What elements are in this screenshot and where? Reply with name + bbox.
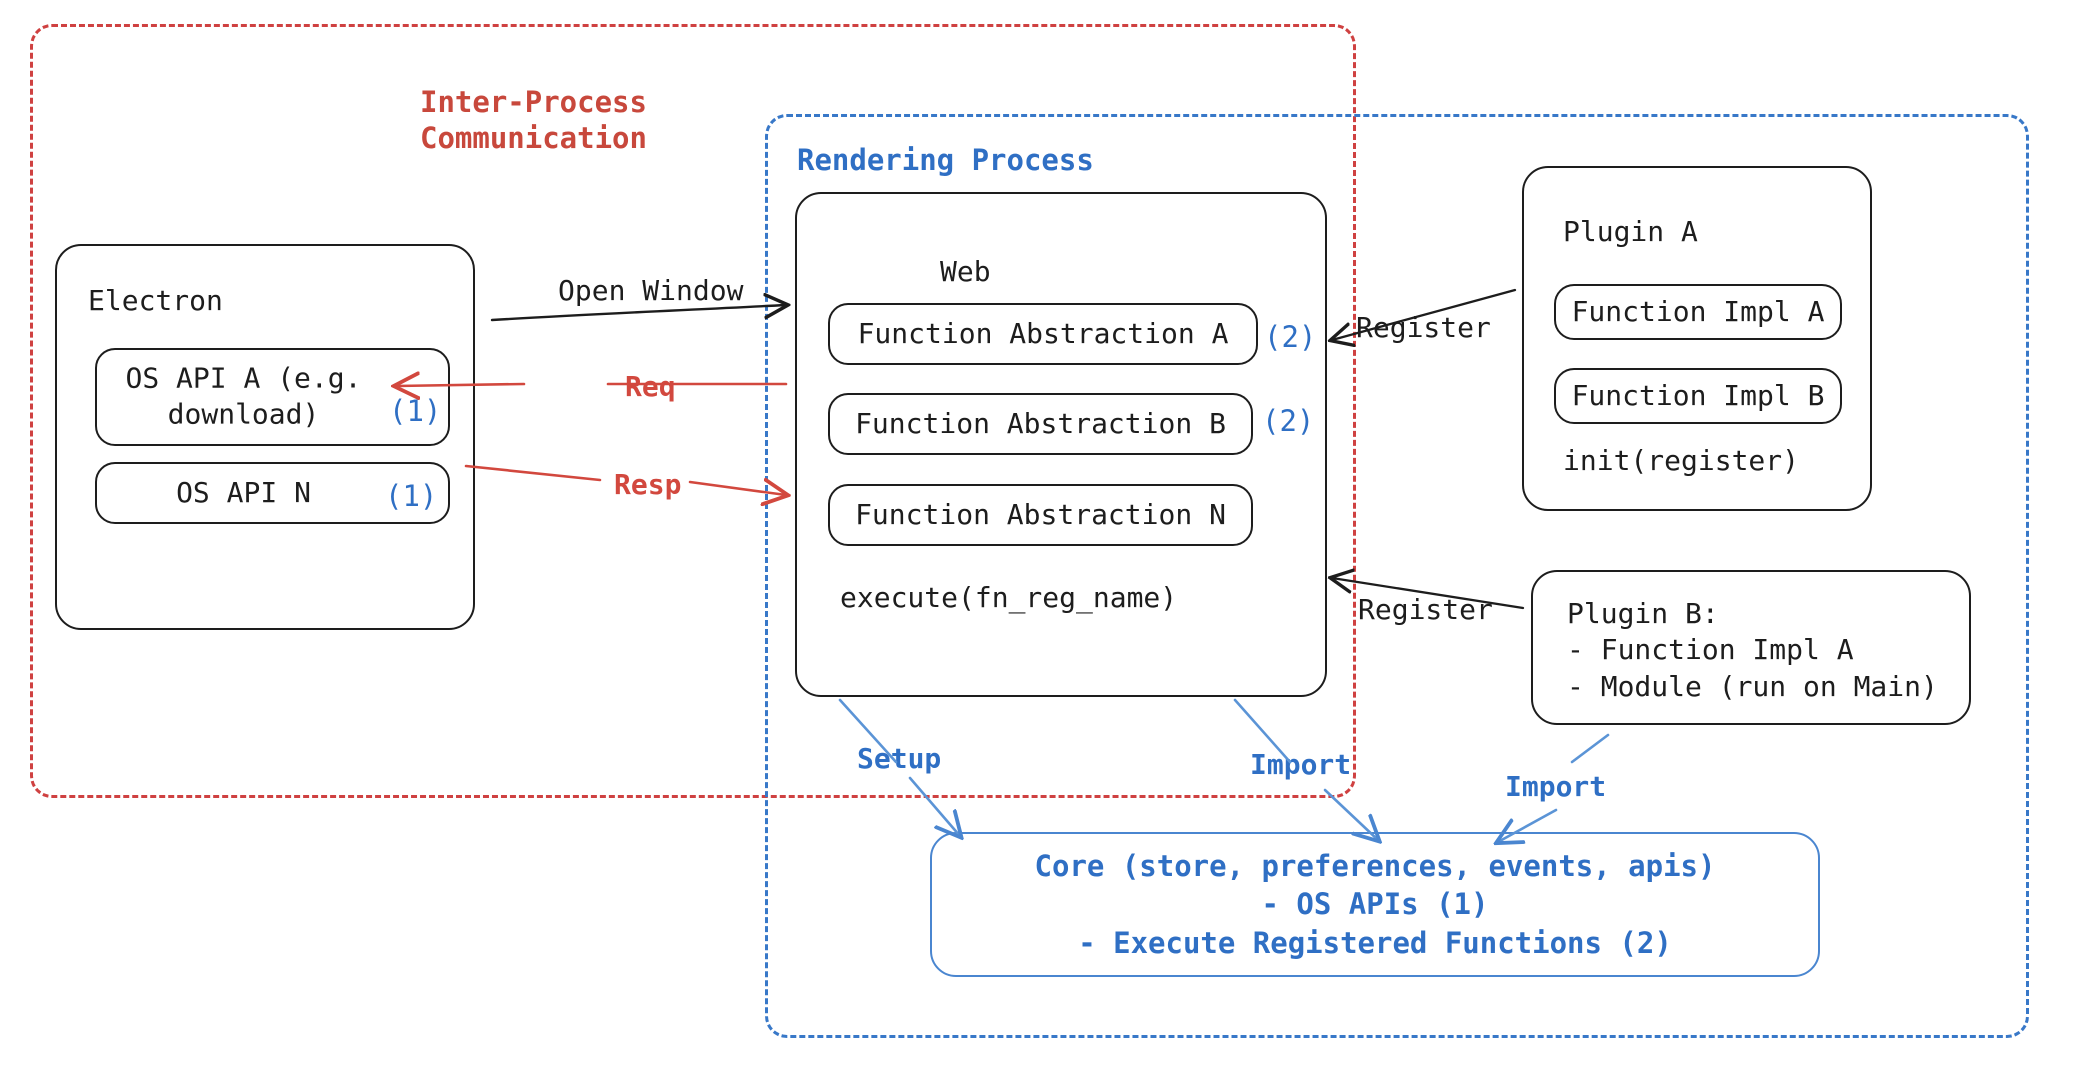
ipc-zone-boundary — [30, 24, 1356, 798]
function-abstraction-b-label: Function Abstraction B — [855, 407, 1226, 441]
plugin-a-init-signature: init(register) — [1563, 444, 1800, 477]
web-title: Web — [940, 255, 991, 288]
plugin-b-text: Plugin B: - Function Impl A - Module (ru… — [1567, 597, 1938, 703]
function-abstraction-b-marker: (2) — [1262, 404, 1315, 438]
edge-label-import-web: Import — [1250, 748, 1352, 781]
web-execute-signature: execute(fn_reg_name) — [840, 581, 1178, 614]
plugin-b-box: Plugin B: - Function Impl A - Module (ru… — [1531, 570, 1971, 725]
edge-label-setup: Setup — [857, 742, 942, 775]
rendering-process-zone-boundary — [765, 114, 2029, 1038]
plugin-a-function-impl-a-box[interactable]: Function Impl A — [1554, 284, 1842, 340]
core-box: Core (store, preferences, events, apis) … — [930, 832, 1820, 977]
function-abstraction-a-marker: (2) — [1264, 320, 1317, 354]
function-abstraction-b-box[interactable]: Function Abstraction B — [828, 393, 1253, 455]
function-abstraction-n-box[interactable]: Function Abstraction N — [828, 484, 1253, 546]
edge-label-resp: Resp — [614, 468, 682, 501]
rendering-process-zone-label: Rendering Process — [797, 143, 1094, 177]
plugin-a-function-impl-b-label: Function Impl B — [1571, 379, 1825, 413]
os-api-a-label: OS API A (e.g. download) — [125, 361, 362, 431]
edge-label-register-plugin-a: Register — [1356, 311, 1491, 344]
edge-label-open-window: Open Window — [558, 274, 744, 307]
function-abstraction-a-box[interactable]: Function Abstraction A — [828, 303, 1258, 365]
os-api-n-label: OS API N — [176, 476, 311, 510]
edge-label-req: Req — [625, 370, 676, 403]
os-api-n-marker: (1) — [385, 479, 438, 513]
electron-title: Electron — [88, 284, 223, 317]
ipc-zone-label: Inter-Process Communication — [420, 85, 647, 156]
plugin-a-title: Plugin A — [1563, 215, 1698, 248]
function-abstraction-n-label: Function Abstraction N — [855, 498, 1226, 532]
os-api-n-box[interactable]: OS API N — [95, 462, 450, 524]
edge-label-register-plugin-b: Register — [1358, 593, 1493, 626]
function-abstraction-a-label: Function Abstraction A — [857, 317, 1229, 351]
os-api-a-marker: (1) — [389, 394, 442, 428]
os-api-a-box[interactable]: OS API A (e.g. download) — [95, 348, 450, 446]
plugin-a-function-impl-b-box[interactable]: Function Impl B — [1554, 368, 1842, 424]
edge-label-import-plugin-b: Import — [1505, 770, 1607, 803]
plugin-a-function-impl-a-label: Function Impl A — [1571, 295, 1825, 329]
core-text: Core (store, preferences, events, apis) … — [1034, 848, 1716, 960]
